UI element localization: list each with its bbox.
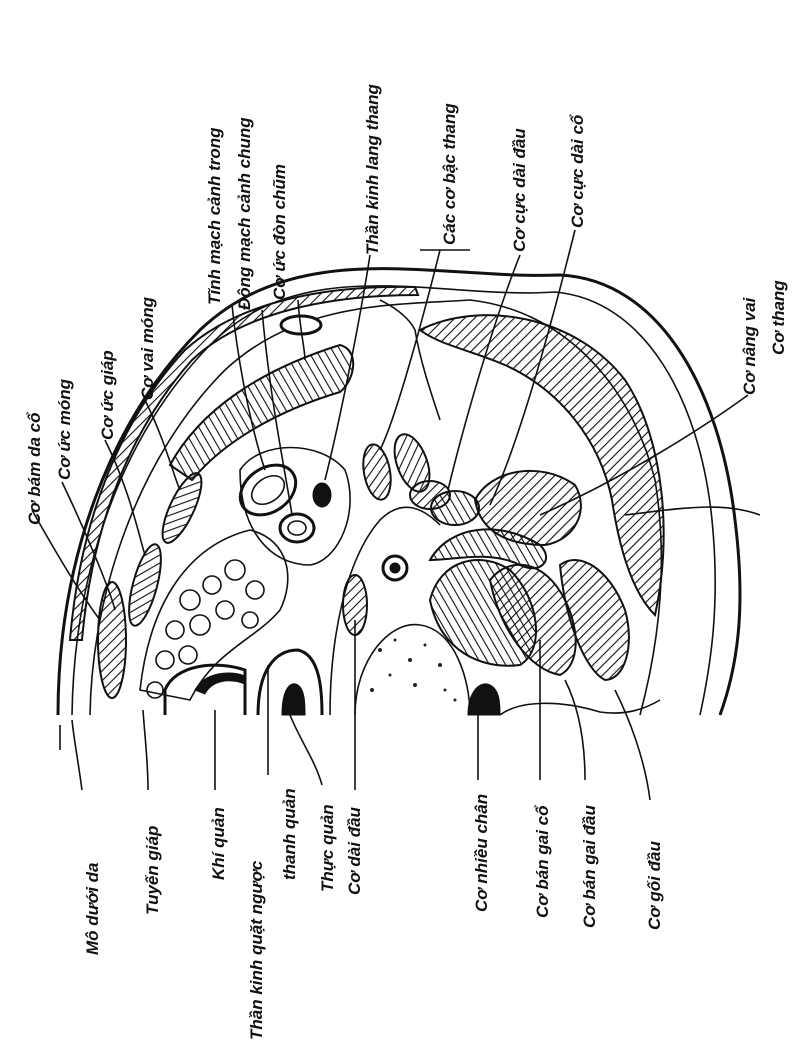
label-cac-co-bac-thang: Các cơ bậc thang xyxy=(440,103,459,245)
common-carotid-artery xyxy=(280,514,314,542)
scalene-muscle-1 xyxy=(359,442,394,502)
omohyoid-muscle xyxy=(155,468,209,547)
deep-fascia-line xyxy=(380,300,440,420)
label-khi-quan: Khí quản xyxy=(209,807,228,880)
label-co-ban-gai-co: Cơ bán gai cổ xyxy=(533,805,552,918)
label-co-vai-mong: Cơ vai móng xyxy=(138,296,157,400)
label-co-dai-dau: Cơ dài đầu xyxy=(345,806,364,895)
label-co-bam-da-co: Cơ bám da cổ xyxy=(25,412,44,525)
label-thuc-quan: Thực quản xyxy=(318,804,337,892)
label-co-thang: Cơ thang xyxy=(769,280,788,355)
label-mo-duoi-da: Mô dưới da xyxy=(83,863,102,956)
label-co-uc-mong: Cơ ức móng xyxy=(55,378,74,480)
label-dong-mach-canh-chung: Động mạch cảnh chung xyxy=(235,117,254,310)
esophagus-lumen xyxy=(282,684,305,715)
posterior-bottom-line xyxy=(500,700,660,715)
label-tuyen-giap: Tuyến giáp xyxy=(143,826,162,915)
vertebra-texture xyxy=(370,639,457,702)
trachea-cartilage xyxy=(195,673,245,694)
label-co-nhieu-chan: Cơ nhiều chân xyxy=(472,794,491,912)
label-co-cuc-dai-dau: Cơ cực dài đầu xyxy=(510,128,529,252)
label-thanh-quan: thanh quản xyxy=(280,788,299,880)
longissimus-capitis xyxy=(431,491,479,525)
label-co-cuc-dai-co: Cơ cực dài cổ xyxy=(568,114,587,228)
spinal-canal xyxy=(468,684,500,715)
label-co-uc-don-chum: Cơ ức đòn chũm xyxy=(270,164,289,300)
label-co-ban-gai-dau: Cơ bán gai đầu xyxy=(580,805,599,928)
vagus-nerve xyxy=(313,483,331,507)
vertebral-artery-core xyxy=(390,563,400,573)
label-co-goi-dau: Cơ gối đầu xyxy=(645,841,664,930)
label-co-uc-giap: Cơ ức giáp xyxy=(98,350,117,440)
label-co-nang-vai: Cơ nâng vai xyxy=(740,296,759,395)
label-than-kinh-lang-thang: Thần kinh lang thang xyxy=(363,83,382,255)
label-tinh-mach-canh-trong: Tĩnh mạch cảnh trong xyxy=(205,127,224,305)
label-than-kinh-quat-nguoc: Thần kinh quặt ngược xyxy=(247,860,266,1040)
anatomy-drawing xyxy=(58,269,740,715)
